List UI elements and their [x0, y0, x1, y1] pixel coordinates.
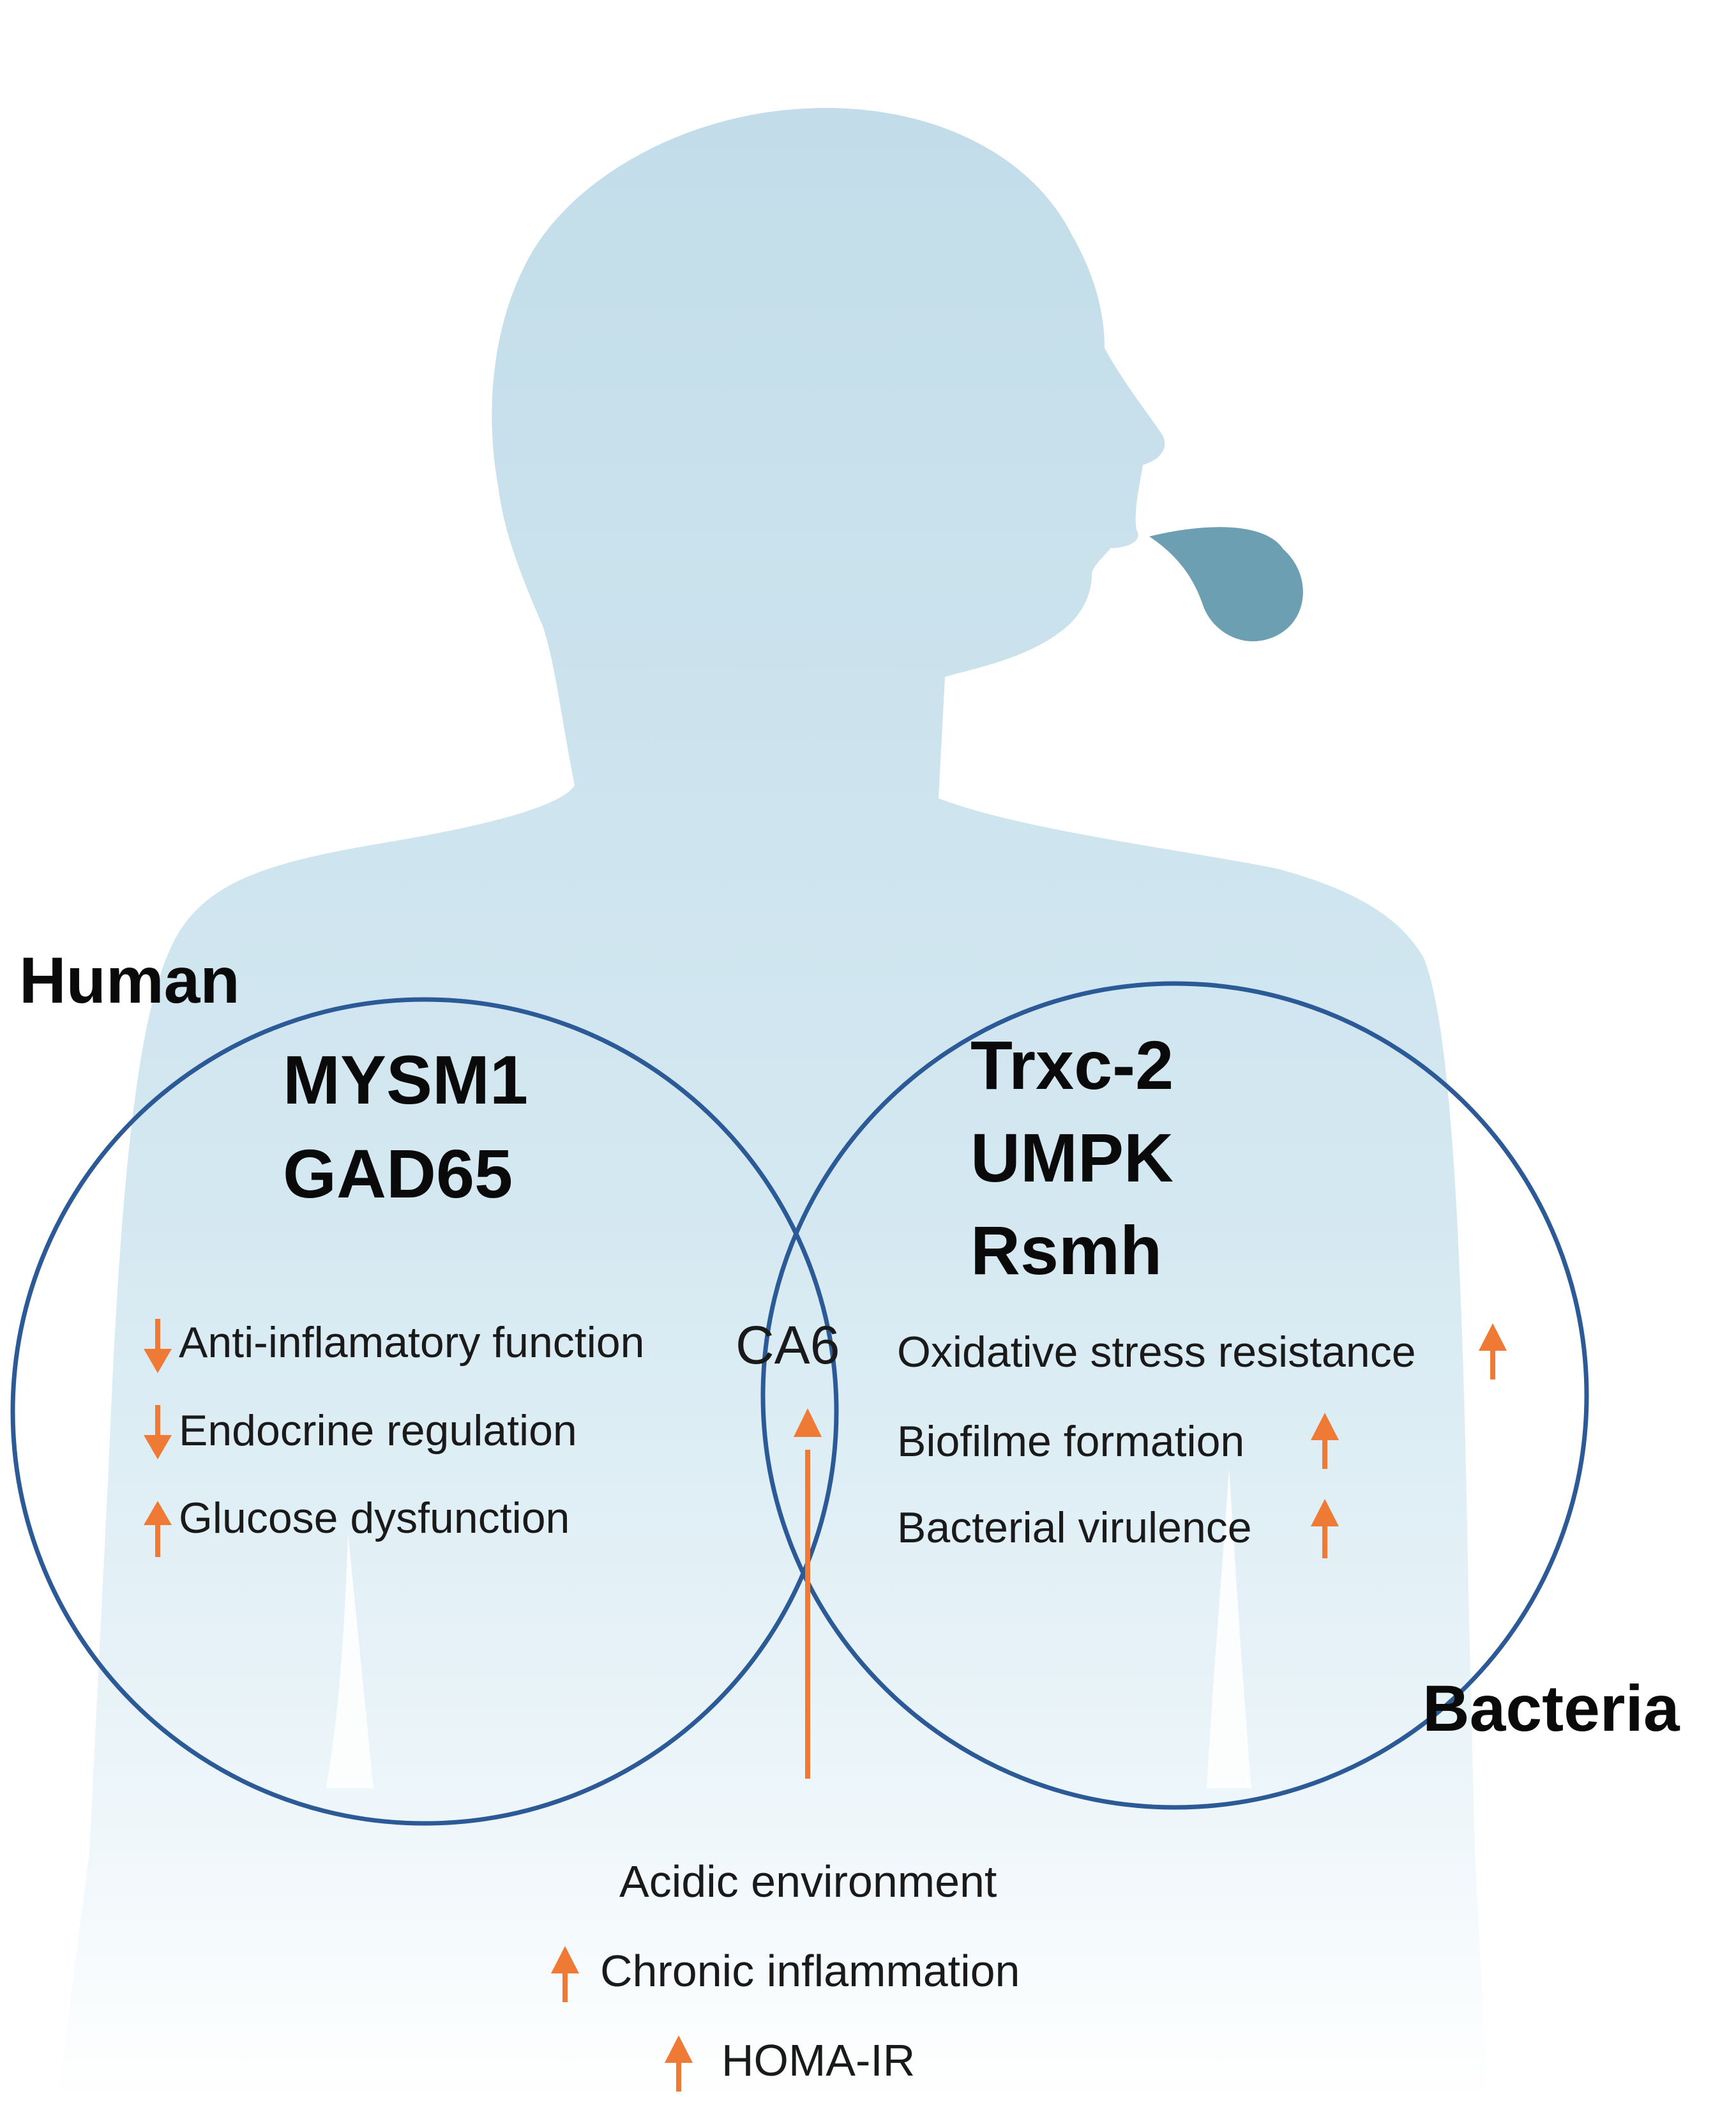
bottom-item-2: HOMA-IR [721, 2035, 915, 2085]
human-circle [10, 997, 839, 1826]
silhouette-body [57, 108, 1488, 2102]
down-arrow-icon [144, 1405, 172, 1459]
intersection-label: CA6 [736, 1315, 840, 1375]
bottom-item-0: Acidic environment [619, 1857, 997, 1906]
human-silhouette [57, 108, 1488, 2102]
right-arm-gap [1207, 1469, 1251, 1788]
bacteria-effect-2: Bacterial virulence [897, 1503, 1252, 1552]
human-gene-0: MYSM1 [283, 1041, 528, 1118]
up-arrow-icon [1311, 1413, 1339, 1469]
bottom-item-1: Chronic inflammation [600, 1946, 1020, 1996]
up-arrow-icon [144, 1501, 172, 1557]
up-arrow-icon [551, 1946, 579, 2002]
up-arrow-icon [1311, 1499, 1339, 1558]
down-arrow-icon [144, 1319, 172, 1373]
human-title: Human [19, 944, 240, 1017]
left-arm-gap [326, 1533, 374, 1788]
human-effect-2: Glucose dysfunction [179, 1494, 570, 1542]
bacteria-gene-1: UMPK [970, 1119, 1174, 1196]
up-arrow-icon [1479, 1323, 1507, 1379]
bacteria-effect-0: Oxidative stress resistance [897, 1328, 1416, 1376]
human-effect-1: Endocrine regulation [179, 1406, 577, 1455]
central-up-arrow-icon [794, 1408, 822, 1779]
bacteria-effect-1: Biofilme formation [897, 1417, 1244, 1466]
human-gene-1: GAD65 [283, 1135, 513, 1212]
bacteria-gene-2: Rsmh [970, 1212, 1162, 1289]
human-effect-0: Anti-inflamatory function [179, 1318, 644, 1367]
saliva-drop-icon [1149, 527, 1303, 642]
bacteria-circle [760, 981, 1589, 1810]
bacteria-gene-0: Trxc-2 [970, 1026, 1174, 1104]
up-arrow-icon [665, 2035, 693, 2092]
bacteria-title: Bacteria [1423, 1672, 1680, 1745]
